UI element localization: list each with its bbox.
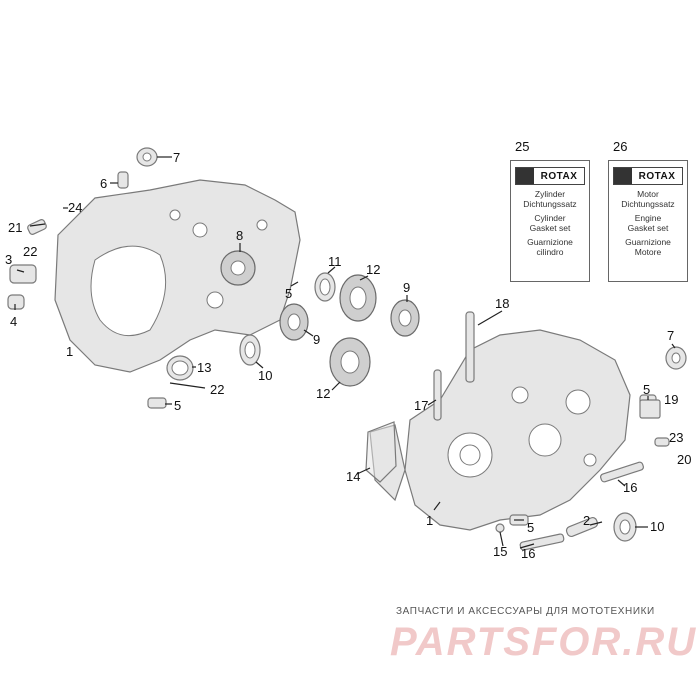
kit-line: Guarnizione: [625, 237, 671, 247]
washer-15: [495, 523, 505, 533]
seal-13: [166, 355, 194, 381]
plug-7-right: [665, 346, 687, 370]
callout-10-left: 10: [258, 368, 272, 383]
callout-19: 19: [664, 392, 678, 407]
kit-number: 26: [613, 139, 628, 154]
callout-5-bottom: 5: [527, 520, 534, 535]
seal-10-right: [613, 512, 637, 542]
callout-7-top: 7: [173, 150, 180, 165]
screw-20: [654, 437, 670, 447]
callout-2: 2: [583, 513, 590, 528]
rotax-logo: ROTAX: [515, 167, 585, 185]
kit-line: Gasket set: [627, 223, 669, 233]
bracket-19: [639, 399, 661, 419]
callout-17: 17: [414, 398, 428, 413]
callout-5-mid: 5: [285, 286, 292, 301]
kit-line: Motor: [637, 189, 659, 199]
leader-lines: [14, 156, 676, 549]
kit-line: Zylinder: [534, 189, 566, 199]
kit-line: Dichtungssatz: [621, 199, 675, 209]
callout-4: 4: [10, 314, 17, 329]
callout-labels: 1 1 2 3 4 5 5 5 5 6 7 7 8 9 9 10 10 11 1…: [5, 150, 691, 561]
pin-6: [117, 171, 129, 189]
callout-15: 15: [493, 544, 507, 559]
callout-1-right: 1: [426, 513, 433, 528]
callout-24: 24: [68, 200, 82, 215]
partsfor-logo: PARTSFOR.RU: [390, 620, 698, 664]
callout-6: 6: [100, 176, 107, 191]
bearing-12-top: [339, 274, 377, 322]
callout-8: 8: [236, 228, 243, 243]
kit-line: Cylinder: [534, 213, 566, 223]
bolt-16-right: [600, 461, 644, 483]
kit-line: Guarnizione: [527, 237, 573, 247]
callout-9-right: 9: [403, 280, 410, 295]
right-crankcase-half: [369, 329, 631, 531]
bearing-9-left: [279, 303, 309, 341]
kit-line: Engine: [634, 213, 662, 223]
plug-7-top: [136, 147, 158, 167]
dowel-3: [9, 264, 37, 284]
seal-10-left: [239, 334, 261, 366]
callout-16-bottom: 16: [521, 546, 535, 561]
callout-21: 21: [8, 220, 22, 235]
callout-12-bottom: 12: [316, 386, 330, 401]
screw-21: [27, 219, 47, 235]
kit-line: Motore: [634, 247, 662, 257]
callout-13: 13: [197, 360, 211, 375]
kit-line: Gasket set: [529, 223, 571, 233]
callout-23: 23: [669, 430, 683, 445]
bolt-16-bottom: [519, 533, 565, 551]
gasket-kit-card-engine: 26 ROTAX Motor Dichtungssatz Engine Gask…: [608, 139, 688, 282]
bearing-12-bottom: [329, 337, 371, 387]
callout-11: 11: [328, 254, 342, 269]
rotax-logo: ROTAX: [613, 167, 683, 185]
seal-11: [314, 272, 336, 302]
callout-22-right: 22: [210, 382, 224, 397]
callout-5-right: 5: [643, 382, 650, 397]
callout-16-right: 16: [623, 480, 637, 495]
callout-12-top: 12: [366, 262, 380, 277]
bearing-8: [220, 250, 256, 286]
stud-18: [465, 311, 475, 383]
stud-17: [433, 369, 442, 421]
kit-line: cilindro: [536, 247, 564, 257]
callout-14: 14: [346, 469, 360, 484]
pin-5-left: [147, 397, 167, 409]
bearing-9-right: [390, 299, 420, 337]
callout-10-right: 10: [650, 519, 664, 534]
callout-9-left: 9: [313, 332, 320, 347]
gasket-14: [365, 421, 397, 483]
gasket-kit-card-cylinder: 25 ROTAX Zylinder Dichtungssatz Cylinder…: [510, 139, 590, 282]
callout-18: 18: [495, 296, 509, 311]
shop-tagline: ЗАПЧАСТИ И АКСЕССУАРЫ ДЛЯ МОТОТЕХНИКИ: [396, 606, 655, 617]
pin-2: [565, 516, 599, 538]
callout-5-left: 5: [174, 398, 181, 413]
kit-number: 25: [515, 139, 530, 154]
callout-7-right: 7: [667, 328, 674, 343]
dowel-4: [7, 294, 25, 310]
callout-1-left: 1: [66, 344, 73, 359]
kit-line: Dichtungssatz: [523, 199, 577, 209]
left-crankcase-half: [54, 179, 301, 373]
callout-22-left: 22: [23, 244, 37, 259]
callout-3: 3: [5, 252, 12, 267]
callout-20: 20: [677, 452, 691, 467]
